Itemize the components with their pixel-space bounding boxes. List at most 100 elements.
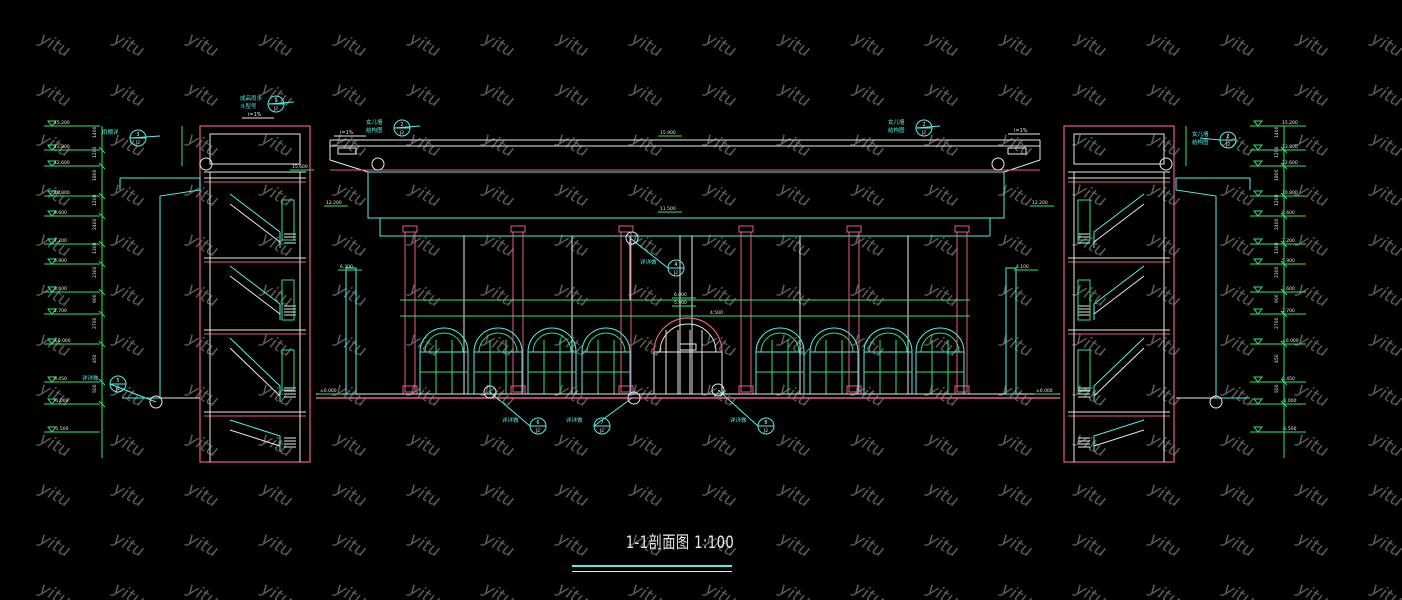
callout-ref: 8: [764, 420, 767, 426]
watermark-text: yitu: [1367, 578, 1402, 600]
callout-text: 女儿墙: [888, 118, 905, 126]
left-dim-text: 1200: [92, 146, 98, 158]
callout-leader: [489, 391, 531, 427]
watermark-text: yitu: [109, 228, 148, 261]
callout-sheet: J2: [135, 140, 140, 146]
level-marker: [1252, 426, 1264, 433]
left-level-text: ±0.000: [54, 338, 71, 344]
callout-ref: 2: [1226, 134, 1229, 140]
tower-window: [281, 279, 295, 321]
tower-parapet: [1073, 133, 1165, 165]
watermark-text: yitu: [1219, 428, 1258, 461]
watermark-text: yitu: [775, 378, 814, 411]
watermark-text: yitu: [849, 328, 888, 361]
watermark-text: yitu: [1145, 528, 1184, 561]
watermark-text: yitu: [405, 178, 444, 211]
callout-leader: [593, 397, 633, 427]
hall-level-text: 12.200: [1032, 200, 1048, 206]
level-marker: [46, 160, 58, 167]
callout-ref: 4: [674, 262, 677, 268]
watermark-text: yitu: [331, 478, 370, 511]
watermark-text: yitu: [1367, 278, 1402, 311]
right-level-text: 10.800: [1282, 190, 1298, 196]
left-dim-text: 2300: [92, 266, 98, 278]
watermark-text: yitu: [405, 228, 444, 261]
level-marker: [1252, 190, 1264, 197]
callout-leader: [915, 125, 941, 129]
watermark-text: yitu: [405, 328, 444, 361]
level-marker: [46, 190, 58, 197]
watermark-text: yitu: [1367, 528, 1402, 561]
right-stair-tower: [1063, 125, 1175, 463]
watermark-text: yitu: [553, 128, 592, 161]
callout-ref: 2: [922, 122, 925, 128]
watermark-text: yitu: [849, 78, 888, 111]
left-dim-text: 1300: [92, 242, 98, 254]
left-dim-text: 2400: [92, 218, 98, 230]
stair-flight: [1093, 265, 1145, 320]
window-arch-inner: [586, 332, 626, 353]
entrance-label-box: [679, 343, 697, 351]
watermark-text: yitu: [997, 78, 1036, 111]
window-arch: [915, 327, 965, 353]
stair-flight-underside: [1093, 347, 1145, 397]
callout-text: 女儿墙: [366, 118, 383, 126]
watermark-text: yitu: [1293, 478, 1332, 511]
watermark-text: yitu: [405, 28, 444, 61]
callout-leader: [717, 389, 759, 427]
left-dim-text: 1200: [92, 194, 98, 206]
watermark-text: yitu: [35, 228, 74, 261]
watermark-text: yitu: [183, 378, 222, 411]
hall-level-text: 4.100: [1016, 264, 1029, 270]
dim-tick: [1280, 378, 1288, 386]
right-level-text: ±0.000: [1282, 338, 1299, 344]
watermark-text: yitu: [701, 478, 740, 511]
watermark-text: yitu: [923, 478, 962, 511]
callout-sheet: J2: [273, 106, 278, 112]
gutter: [337, 147, 357, 155]
callout-sheet: J2: [535, 428, 540, 434]
callout-sheet: J2: [673, 270, 678, 276]
watermark-text: yitu: [109, 478, 148, 511]
dim-tick: [1280, 240, 1288, 248]
watermark-text: yitu: [109, 78, 148, 111]
watermark-text: yitu: [35, 578, 74, 600]
watermark-text: yitu: [109, 578, 148, 600]
column-shaft: [404, 231, 416, 393]
column-shaft: [740, 231, 752, 393]
hall-level-text: ±0.000: [1036, 388, 1053, 394]
stair-flight-underside: [229, 429, 281, 447]
left-dim-text: 500: [92, 384, 98, 393]
watermark-text: yitu: [627, 428, 666, 461]
dim-tick: [98, 192, 106, 200]
slope-label: i=1%: [248, 112, 262, 118]
left-wing-outline: [120, 177, 201, 399]
callout-leader: [267, 101, 295, 105]
watermark-text: yitu: [1071, 528, 1110, 561]
watermark-text: yitu: [331, 428, 370, 461]
dim-tick: [98, 260, 106, 268]
stair-flight: [1093, 193, 1145, 248]
level-marker: [46, 426, 58, 433]
level-marker: [46, 238, 58, 245]
watermark-text: yitu: [701, 578, 740, 600]
entrance-arch: [653, 317, 723, 353]
watermark-text: yitu: [1219, 528, 1258, 561]
watermark-text: yitu: [109, 428, 148, 461]
roof-beam: [367, 171, 1005, 219]
hall-level-text: 15.900: [660, 130, 676, 136]
level-marker: [1252, 210, 1264, 217]
hall-level-text: 12.200: [326, 200, 342, 206]
watermark-text: yitu: [775, 278, 814, 311]
watermark-text: yitu: [405, 478, 444, 511]
window-arch: [863, 327, 913, 353]
watermark-text: yitu: [923, 78, 962, 111]
watermark-text: yitu: [1071, 478, 1110, 511]
stair-flight: [229, 337, 281, 402]
watermark-text: yitu: [775, 528, 814, 561]
watermark-text: yitu: [1219, 28, 1258, 61]
watermark-text: yitu: [183, 328, 222, 361]
watermark-text: yitu: [257, 378, 296, 411]
watermark-text: yitu: [257, 178, 296, 211]
watermark-text: yitu: [627, 78, 666, 111]
